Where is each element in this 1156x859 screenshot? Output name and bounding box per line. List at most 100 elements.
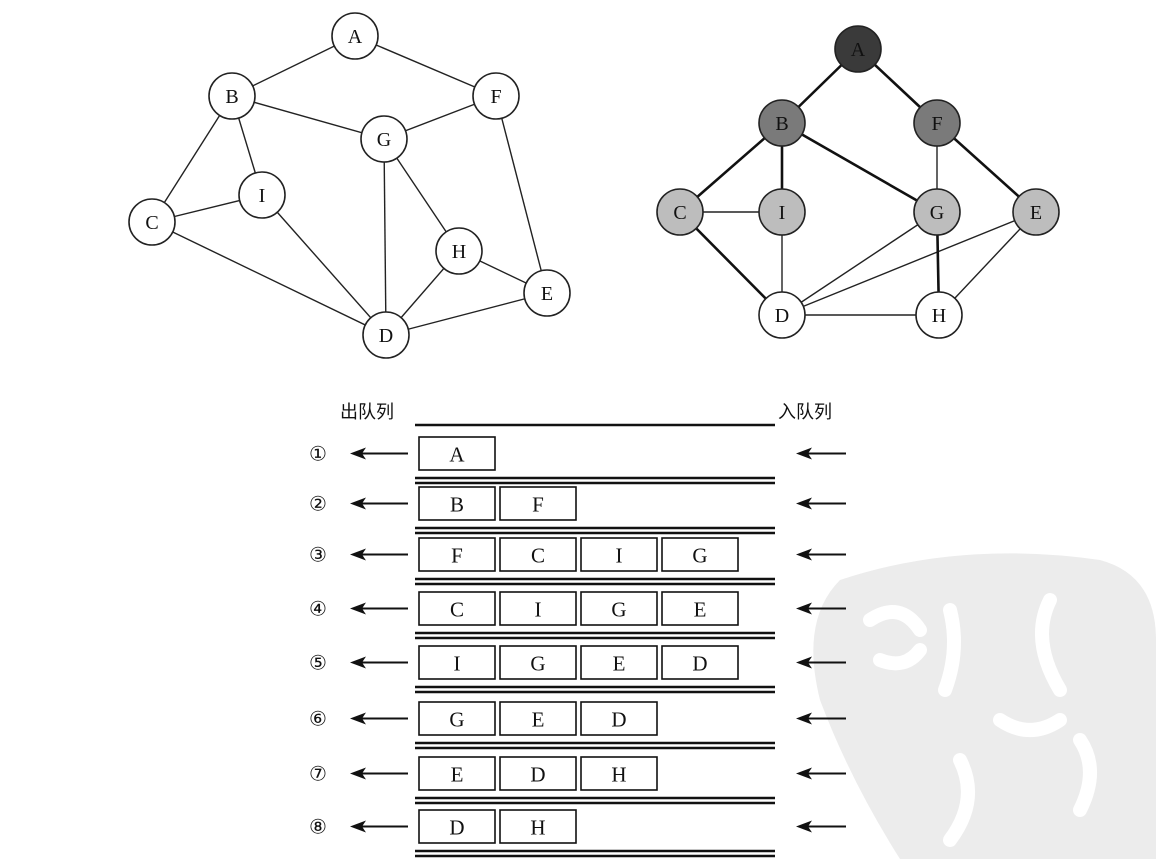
- out-arrow-icon: [350, 656, 366, 669]
- node-label: A: [851, 39, 866, 61]
- node-label: C: [145, 212, 158, 234]
- queue-cell-label: D: [530, 763, 545, 787]
- node-label: B: [775, 113, 788, 135]
- node-E: E: [523, 269, 571, 317]
- node-E: E: [1012, 188, 1060, 236]
- queue-cell: [661, 645, 739, 680]
- out-arrow-icon: [350, 767, 366, 780]
- node-circle: [915, 291, 963, 339]
- edge-F-E: [495, 95, 548, 294]
- queue-cell: [418, 537, 496, 572]
- step-label: ⑧: [309, 815, 327, 839]
- seal-watermark: [813, 553, 1156, 859]
- in-arrow-icon: [796, 497, 812, 510]
- node-label: H: [932, 305, 946, 327]
- edge-A-F: [354, 35, 497, 97]
- queue-cell-label: D: [692, 652, 707, 676]
- right-graph-nodes: A B F C I G E D H: [656, 25, 1060, 339]
- queue-cell-label: G: [611, 598, 626, 622]
- queue-cell: [418, 701, 496, 736]
- node-D: D: [758, 291, 806, 339]
- node-label: G: [930, 202, 944, 224]
- out-arrow-icon: [350, 820, 366, 833]
- queue-cell: [499, 591, 577, 626]
- edge-G-D: [781, 211, 938, 316]
- queue-cell-label: C: [450, 598, 464, 622]
- node-B: B: [758, 99, 806, 147]
- node-B: B: [208, 72, 256, 120]
- step-label: ③: [309, 543, 327, 567]
- queue-cell: [499, 701, 577, 736]
- node-label: F: [490, 86, 501, 108]
- queue-cell-label: A: [449, 443, 465, 467]
- queue-cell-label: G: [530, 652, 545, 676]
- node-G: G: [913, 188, 961, 236]
- node-G: G: [360, 115, 408, 163]
- node-F: F: [472, 72, 520, 120]
- queue-cell-label: E: [694, 598, 707, 622]
- node-circle: [472, 72, 520, 120]
- edge-I-D: [261, 194, 387, 336]
- queue-cell: [418, 486, 496, 521]
- edge-B-G: [231, 95, 385, 140]
- queue-cell-label: D: [449, 816, 464, 840]
- edge-C-D: [151, 221, 387, 336]
- queue-cell: [418, 756, 496, 791]
- queue-cell-label: H: [530, 816, 545, 840]
- queue-cell: [661, 591, 739, 626]
- queue-cell-label: F: [451, 544, 463, 568]
- queue-cell-label: D: [611, 708, 626, 732]
- queue-cell-label: E: [613, 652, 626, 676]
- in-arrow-icon: [796, 602, 812, 615]
- queue-cell: [418, 645, 496, 680]
- queue-cell: [580, 645, 658, 680]
- queue-cell-label: F: [532, 493, 544, 517]
- queue-cell: [661, 537, 739, 572]
- queue-cell: [499, 645, 577, 680]
- queue-cell: [418, 591, 496, 626]
- node-circle: [128, 198, 176, 246]
- node-label: C: [673, 202, 686, 224]
- in-arrow-icon: [796, 447, 812, 460]
- node-label: D: [775, 305, 789, 327]
- node-F: F: [913, 99, 961, 147]
- queue-cell: [499, 537, 577, 572]
- node-circle: [913, 99, 961, 147]
- queue-cell-label: I: [616, 544, 623, 568]
- node-label: E: [1030, 202, 1042, 224]
- tree-edge-B-G: [781, 121, 938, 214]
- queue-cell-label: C: [531, 544, 545, 568]
- queue-cell: [499, 809, 577, 844]
- edge-E-D: [781, 211, 1037, 316]
- in-arrow-icon: [796, 767, 812, 780]
- queue-cell-label: B: [450, 493, 464, 517]
- step-label: ⑥: [309, 707, 327, 731]
- node-label: A: [348, 26, 363, 48]
- queue-cell-label: H: [611, 763, 626, 787]
- node-circle: [656, 188, 704, 236]
- node-I: I: [758, 188, 806, 236]
- step-label: ①: [309, 442, 327, 466]
- step-label: ⑤: [309, 651, 327, 675]
- node-circle: [360, 115, 408, 163]
- node-label: D: [379, 325, 393, 347]
- node-circle: [523, 269, 571, 317]
- node-label: I: [259, 185, 266, 207]
- queue-cell: [580, 701, 658, 736]
- out-queue-label: 出队列: [340, 402, 394, 423]
- node-C: C: [656, 188, 704, 236]
- out-arrow-icon: [350, 548, 366, 561]
- edge-B-C: [151, 95, 233, 223]
- node-circle: [331, 12, 379, 60]
- in-arrow-icon: [796, 712, 812, 725]
- node-label: E: [541, 283, 553, 305]
- node-H: H: [435, 227, 483, 275]
- in-queue-label: 入队列: [778, 402, 832, 423]
- node-circle: [758, 188, 806, 236]
